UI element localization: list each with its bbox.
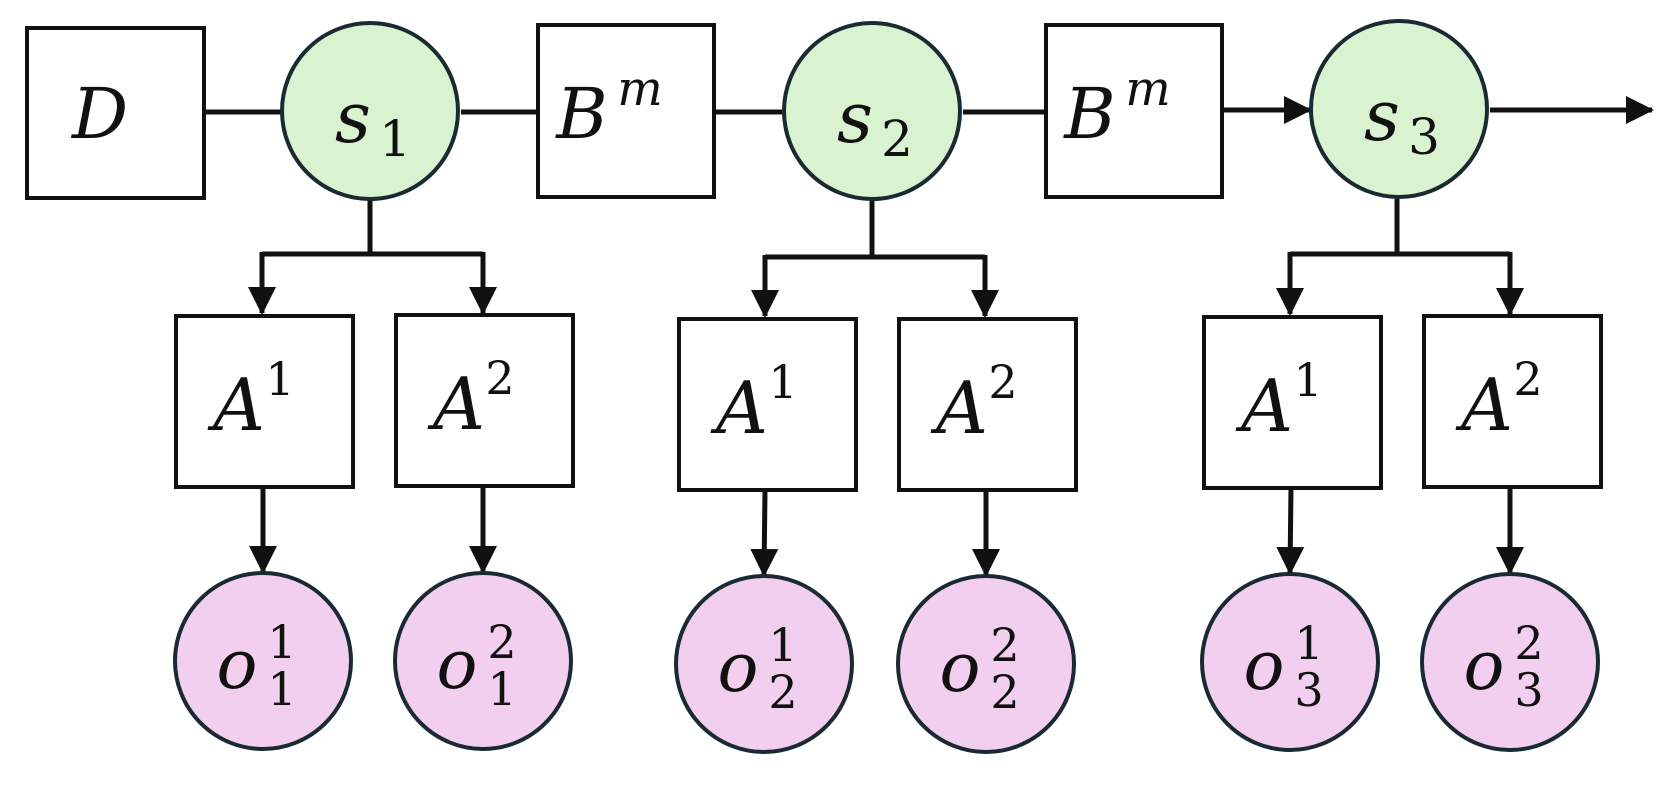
observation-symbol-2-1: o <box>718 629 759 708</box>
likelihood-superscript-2-1: 1 <box>768 355 797 409</box>
state-circle-1 <box>280 21 460 201</box>
transition-box-2 <box>1044 23 1224 199</box>
likelihood-symbol-2-1: A <box>710 366 768 450</box>
likelihood-superscript-2-2: 2 <box>988 355 1017 409</box>
transition-superscript-2: m <box>1125 61 1171 117</box>
observation-node-3-1: o 1 3 <box>1200 572 1380 752</box>
observation-circle-3-1 <box>1200 572 1380 752</box>
transition-label-2: B <box>1062 73 1115 155</box>
likelihood-symbol-2-2: A <box>930 366 988 450</box>
state-symbol-3: s <box>1364 75 1400 157</box>
state-subscript-3: 3 <box>1408 108 1440 166</box>
likelihood-symbol-3-2: A <box>1455 363 1513 447</box>
likelihood-node-1-2: A 2 <box>394 313 575 488</box>
prior-label: D <box>70 73 128 155</box>
edge-likelihood-to-observation-3-1 <box>1276 486 1305 575</box>
state-symbol-2: s <box>837 77 873 159</box>
edge-state-3-fanout <box>1290 196 1510 257</box>
likelihood-superscript-1-1: 1 <box>265 352 294 406</box>
edges <box>205 96 1654 577</box>
transition-box-1 <box>536 23 716 199</box>
observation-circle-1-1 <box>173 571 353 751</box>
likelihood-box-1-1 <box>174 314 355 489</box>
observation-symbol-3-1: o <box>1244 627 1285 706</box>
edge-state-1-fanout <box>262 198 483 257</box>
observation-superscript-3-2: 2 <box>1514 616 1543 670</box>
likelihood-box-2-2 <box>897 317 1078 492</box>
likelihood-node-2-2: A 2 <box>897 317 1078 492</box>
observation-subscript-2-2: 2 <box>990 665 1019 719</box>
state-node-2: s 2 <box>782 21 962 201</box>
observation-superscript-2-2: 2 <box>990 618 1019 672</box>
observation-superscript-1-1: 1 <box>267 615 296 669</box>
observation-node-1-2: o 2 1 <box>393 571 573 751</box>
likelihood-superscript-1-2: 2 <box>485 351 514 405</box>
observation-symbol-1-2: o <box>437 626 478 705</box>
state-circle-2 <box>782 21 962 201</box>
prior-node: D <box>25 26 206 200</box>
transition-label-1: B <box>554 73 607 155</box>
likelihood-box-2-1 <box>677 317 858 492</box>
observation-node-2-2: o 2 2 <box>896 574 1076 754</box>
state-node-3: s 3 <box>1309 19 1489 199</box>
prior-box <box>25 26 206 200</box>
state-subscript-2: 2 <box>881 110 913 168</box>
likelihood-box-3-2 <box>1422 314 1603 489</box>
observation-node-2-1: o 1 2 <box>674 574 854 754</box>
transition-superscript-1: m <box>617 61 663 117</box>
state-subscript-1: 1 <box>379 110 411 168</box>
observation-circle-2-1 <box>674 574 854 754</box>
observation-subscript-3-2: 3 <box>1514 663 1543 717</box>
likelihood-box-3-1 <box>1202 315 1383 490</box>
observation-subscript-3-1: 3 <box>1294 663 1323 717</box>
likelihood-box-1-2 <box>394 313 575 488</box>
likelihood-node-3-1: A 1 <box>1202 315 1383 490</box>
likelihood-superscript-3-2: 2 <box>1513 352 1542 406</box>
likelihood-superscript-3-1: 1 <box>1293 353 1322 407</box>
observation-symbol-2-2: o <box>940 629 981 708</box>
observation-symbol-3-2: o <box>1464 627 1505 706</box>
observation-circle-1-2 <box>393 571 573 751</box>
transition-node-2: B m <box>1044 23 1224 199</box>
edge-likelihood-to-observation-2-1 <box>750 489 779 577</box>
likelihood-symbol-1-1: A <box>207 363 265 447</box>
observation-subscript-1-2: 1 <box>487 662 516 716</box>
state-circle-3 <box>1309 19 1489 199</box>
observation-subscript-2-1: 2 <box>768 665 797 719</box>
observation-node-1-1: o 1 1 <box>173 571 353 751</box>
observation-superscript-2-1: 1 <box>768 618 797 672</box>
observation-circle-3-2 <box>1420 572 1600 752</box>
likelihood-node-3-2: A 2 <box>1422 314 1603 489</box>
likelihood-node-2-1: A 1 <box>677 317 858 492</box>
observation-circle-2-2 <box>896 574 1076 754</box>
edge-state-2-fanout <box>765 198 985 260</box>
state-symbol-1: s <box>335 77 371 159</box>
likelihood-symbol-1-2: A <box>427 362 485 446</box>
likelihood-symbol-3-1: A <box>1235 364 1293 448</box>
observation-subscript-1-1: 1 <box>267 662 296 716</box>
state-node-1: s 1 <box>280 21 460 201</box>
observation-symbol-1-1: o <box>217 626 258 705</box>
observation-node-3-2: o 2 3 <box>1420 572 1600 752</box>
likelihood-node-1-1: A 1 <box>174 314 355 489</box>
observation-superscript-3-1: 1 <box>1294 616 1323 670</box>
observation-superscript-1-2: 2 <box>487 615 516 669</box>
transition-node-1: B m <box>536 23 716 199</box>
